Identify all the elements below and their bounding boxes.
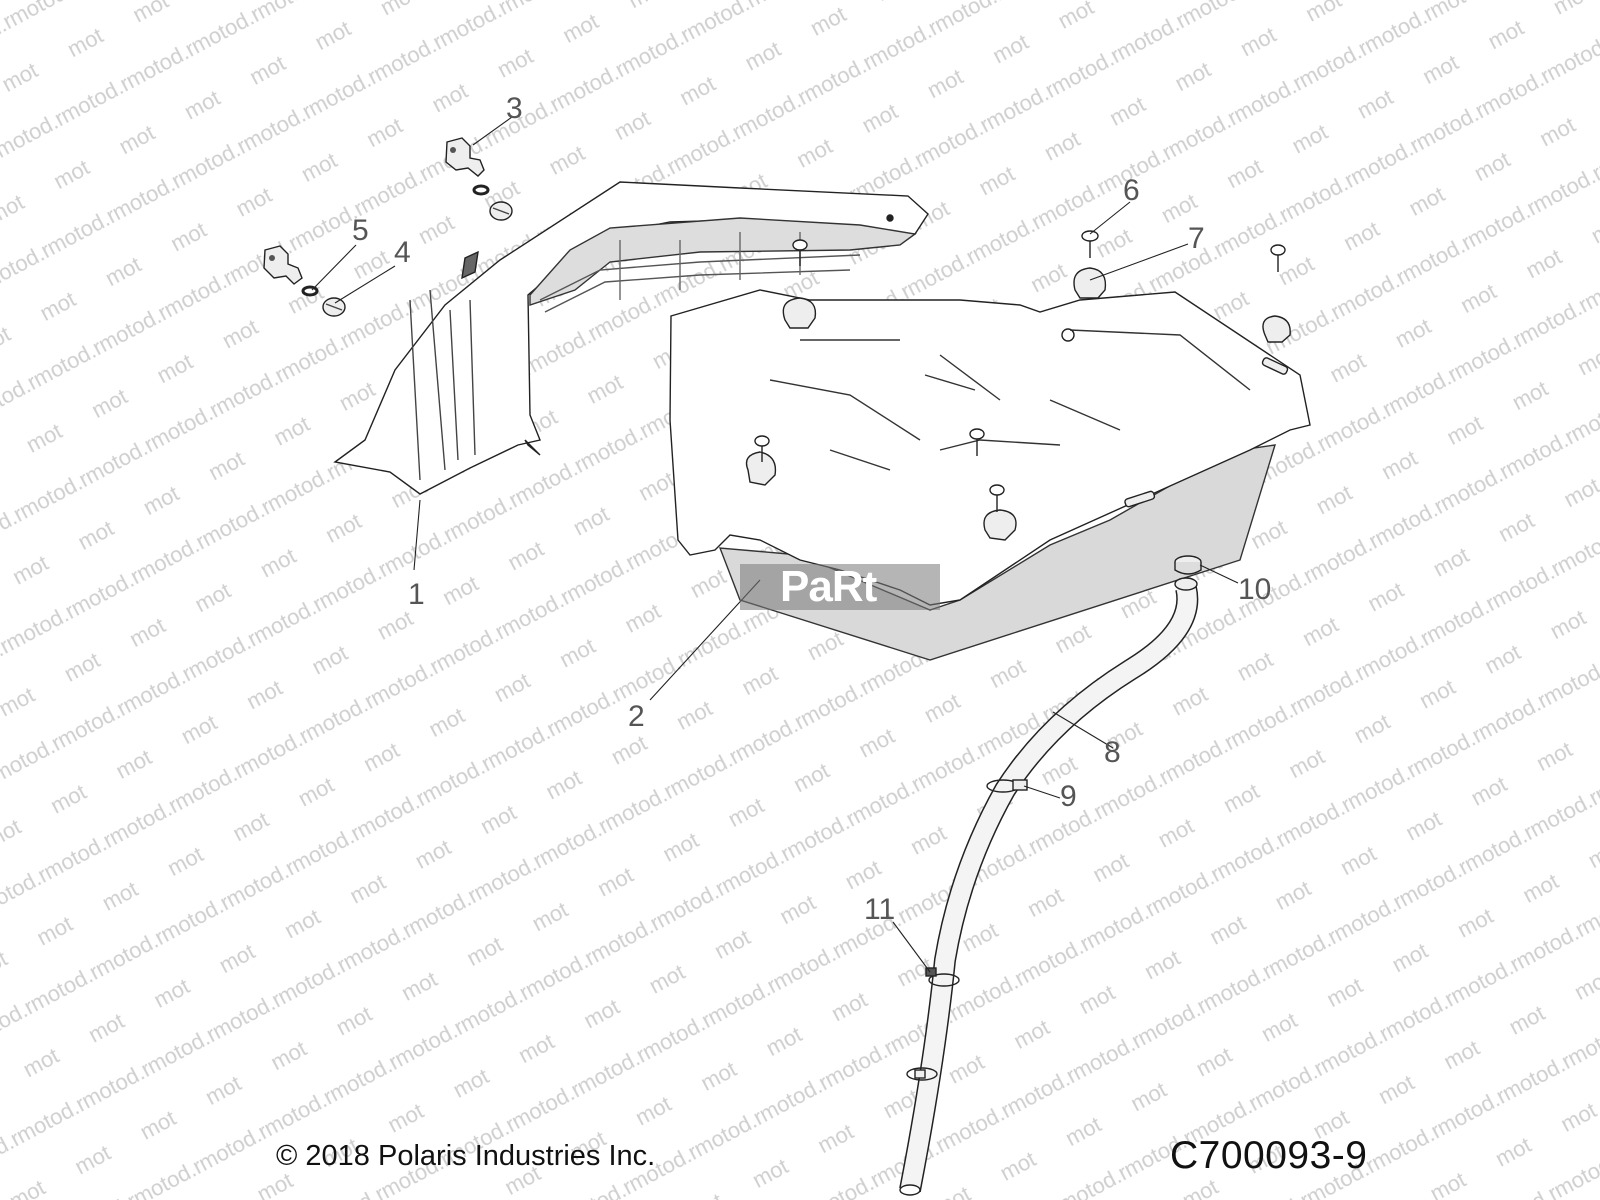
grommet-part-4: [322, 297, 346, 317]
callout-2: 2: [628, 700, 645, 733]
partsbrand-watermark: PaRt: [740, 564, 940, 610]
side-panel-part-1: [333, 181, 929, 495]
copyright-text: © 2018 Polaris Industries Inc.: [276, 1140, 656, 1172]
callout-11: 11: [864, 893, 896, 926]
callout-9: 9: [1060, 780, 1077, 813]
fastener-part-3: [445, 137, 513, 221]
drain-hose-part-8: [899, 577, 1199, 1196]
callout-4: 4: [394, 236, 411, 269]
hose-clip-part-9: [986, 779, 1028, 793]
callout-5: 5: [352, 214, 369, 247]
fastener-washer-part-5: [263, 245, 319, 297]
callout-8: 8: [1104, 736, 1121, 769]
callout-6: 6: [1123, 174, 1140, 207]
cable-tie-part-11: [906, 967, 960, 1081]
callout-10: 10: [1238, 573, 1272, 606]
callout-7: 7: [1188, 222, 1205, 255]
figure-code: C700093-9: [1170, 1134, 1368, 1177]
callout-3: 3: [506, 92, 523, 125]
screws-part-6: [754, 230, 1286, 512]
hose-clamp-part-10: [1174, 555, 1202, 575]
callout-1: 1: [408, 578, 425, 611]
